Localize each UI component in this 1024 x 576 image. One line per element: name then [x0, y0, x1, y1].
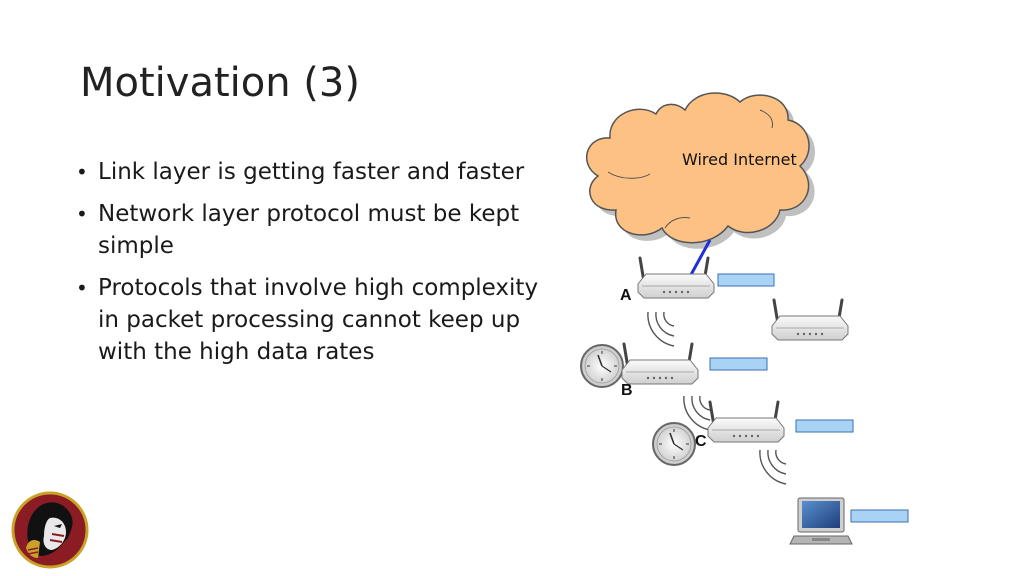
laptop-icon [789, 497, 853, 545]
logo-seal-icon [11, 491, 89, 569]
router-c-queue [795, 419, 854, 433]
bullet-text: Link layer is getting faster and faster [98, 159, 525, 185]
network-diagram-svg [580, 92, 909, 545]
clock-b-icon [580, 344, 624, 388]
router-a-icon [636, 256, 716, 300]
bullet-text: Network layer protocol must be kept simp… [98, 201, 520, 259]
router-right-icon [770, 298, 850, 342]
router-b-icon [620, 342, 700, 386]
bullet-item: • Protocols that involve high complexity … [76, 272, 546, 368]
bullet-dot-icon: • [76, 202, 88, 226]
router-c-icon [706, 400, 786, 444]
bullet-item: • Network layer protocol must be kept sim… [76, 198, 546, 262]
bullet-dot-icon: • [76, 160, 88, 184]
router-c-waves-icon [759, 449, 787, 485]
bullet-dot-icon: • [76, 276, 88, 300]
slide-title: Motivation (3) [80, 60, 360, 106]
laptop-queue [850, 509, 909, 523]
cloud-label: Wired Internet [682, 150, 797, 169]
wired-internet-cloud-icon [586, 92, 816, 249]
bullet-item: • Link layer is getting faster and faster [76, 156, 546, 188]
node-label-c: C [695, 433, 707, 450]
node-label-a: A [620, 287, 632, 304]
router-b-queue [709, 357, 768, 371]
router-b-waves-icon [683, 395, 711, 431]
network-diagram: Wired Internet A B C [560, 80, 960, 570]
node-label-b: B [621, 382, 633, 399]
router-a-waves-icon [647, 311, 675, 347]
bullet-list: • Link layer is getting faster and faster… [76, 156, 546, 378]
university-logo [10, 490, 90, 570]
clock-c-icon [652, 422, 696, 466]
router-a-queue [717, 273, 775, 287]
bullet-text: Protocols that involve high complexity i… [98, 275, 539, 365]
